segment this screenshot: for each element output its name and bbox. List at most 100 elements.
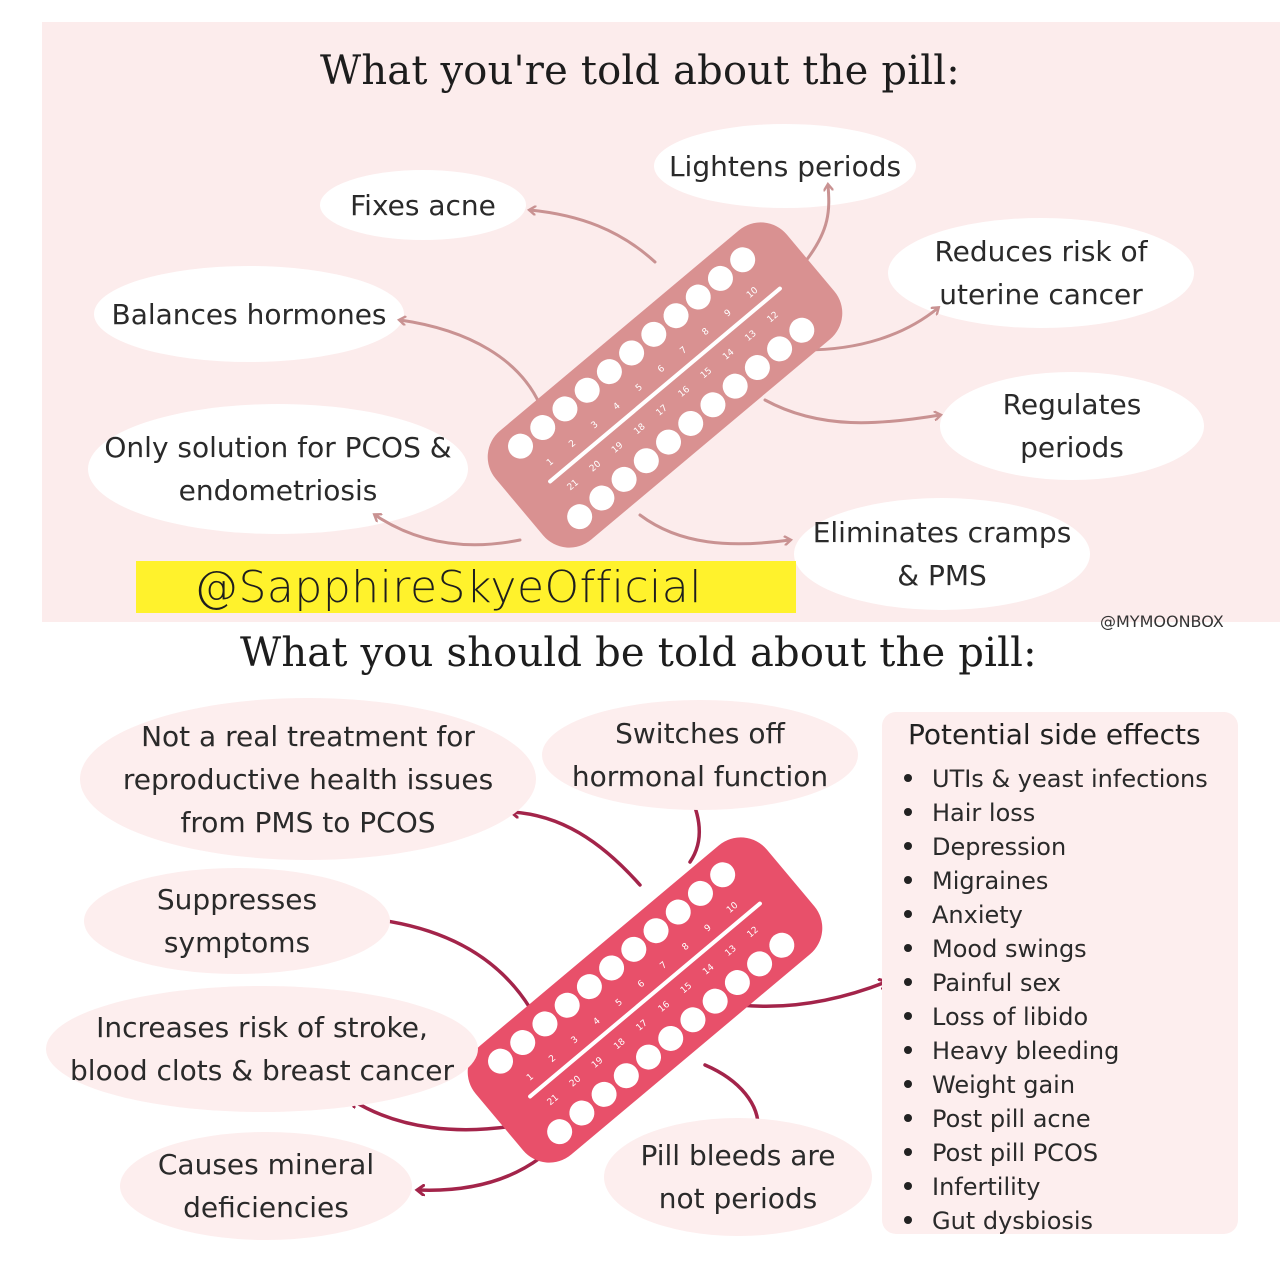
watermark-handle: @SapphireSkyeOfficial (194, 561, 702, 613)
bullet-icon (904, 842, 912, 850)
pill (707, 265, 733, 291)
pill (532, 1011, 558, 1037)
bullet-icon (904, 774, 912, 782)
pill (678, 410, 704, 436)
side-effects-panel: Potential side effects UTIs & yeast infe… (882, 712, 1238, 1235)
claim-balances-hormones: Balances hormones (94, 266, 404, 362)
side-effect-item: Migraines (904, 864, 1208, 898)
pill-day-number: 4 (612, 401, 623, 413)
pill (633, 448, 659, 474)
arrow-to-fixes-acne (530, 210, 657, 264)
pill (530, 415, 556, 441)
side-effect-item: Weight gain (904, 1068, 1208, 1102)
pill (643, 918, 669, 944)
side-effect-item: Loss of libido (904, 1000, 1208, 1034)
pill (747, 951, 773, 977)
pill (619, 340, 645, 366)
claim-fixes-acne: Fixes acne (320, 170, 526, 240)
pill-day-number: 2 (567, 438, 578, 449)
pill (769, 932, 795, 958)
arrow-to-mineral-deficiencies (418, 1156, 542, 1190)
pill-day-number: 7 (658, 960, 669, 971)
pill-day-number: 3 (590, 420, 601, 431)
bullet-icon (904, 978, 912, 986)
pill-day-number: 9 (723, 308, 734, 320)
pill-day-number: 8 (701, 326, 712, 338)
bullet-icon (904, 1216, 912, 1224)
pill-pack-groove (548, 286, 782, 484)
pill-day-number: 5 (614, 998, 625, 1009)
pill (702, 988, 728, 1014)
top-title: What you're told about the pill: (320, 48, 960, 94)
pill-day-number: 8 (681, 941, 692, 953)
side-effect-item: Mood swings (904, 932, 1208, 966)
side-effect-item: Post pill acne (904, 1102, 1208, 1136)
bullet-icon (904, 1012, 912, 1020)
bottom-title: What you should be told about the pill: (240, 630, 1037, 676)
side-effect-item: Hair loss (904, 796, 1208, 830)
bullet-icon (904, 1148, 912, 1156)
pill (508, 433, 534, 459)
bullet-icon (904, 808, 912, 816)
pill (656, 429, 682, 455)
pill (658, 1025, 684, 1051)
arrow-to-pcos-solution (375, 515, 522, 547)
pill (569, 1100, 595, 1126)
claim-lightens-periods: Lightens periods (654, 124, 916, 208)
arrow-to-lightens-periods (803, 185, 829, 264)
pill (724, 970, 750, 996)
side-effect-item: Infertility (904, 1170, 1208, 1204)
arrow-to-regulates-periods (763, 398, 940, 425)
pill-day-number: 6 (636, 979, 647, 991)
bullet-icon (904, 944, 912, 952)
pill (621, 936, 647, 962)
pill (641, 321, 667, 347)
bullet-icon (904, 1046, 912, 1054)
pill (744, 355, 770, 381)
pill (730, 247, 756, 273)
arrow-to-balances-hormones (400, 320, 542, 407)
side-effect-item: Painful sex (904, 966, 1208, 1000)
bullet-icon (904, 910, 912, 918)
pill-day-number: 3 (570, 1035, 581, 1046)
arrow-to-reduces-cancer (803, 308, 938, 352)
pill-day-number: 9 (703, 923, 714, 935)
pill-day-number: 1 (545, 457, 556, 468)
claim-pcos-solution: Only solution for PCOS &endometriosis (88, 404, 468, 534)
pill (547, 1119, 573, 1145)
pill (589, 485, 615, 511)
pill (596, 359, 622, 385)
arrow-to-increases-risk (352, 1100, 522, 1132)
pill (722, 373, 748, 399)
pill (591, 1081, 617, 1107)
watermark-banner: @SapphireSkyeOfficial (136, 561, 796, 613)
side-effect-item: Heavy bleeding (904, 1034, 1208, 1068)
bullet-icon (904, 1080, 912, 1088)
pill-day-number: 2 (547, 1053, 558, 1064)
pill (554, 992, 580, 1018)
arrow-to-not-real-treatment (512, 812, 642, 887)
pill (567, 504, 593, 530)
pill (687, 880, 713, 906)
side-effects-heading: Potential side effects (908, 718, 1201, 751)
pill (574, 377, 600, 403)
source-credit: @MYMOONBOX (1100, 612, 1224, 631)
pill (576, 974, 602, 1000)
side-effects-list: UTIs & yeast infections Hair loss Depres… (904, 762, 1208, 1238)
pill (611, 466, 637, 492)
pill (789, 317, 815, 343)
pill (700, 392, 726, 418)
claim-eliminates-cramps: Eliminates cramps& PMS (794, 498, 1090, 610)
arrow-to-side-effects (738, 982, 886, 1009)
pill-day-number: 6 (656, 364, 667, 376)
fact-increases-risk: Increases risk of stroke,blood clots & b… (46, 986, 478, 1112)
pill-day-number: 5 (634, 383, 645, 394)
pill (767, 336, 793, 362)
